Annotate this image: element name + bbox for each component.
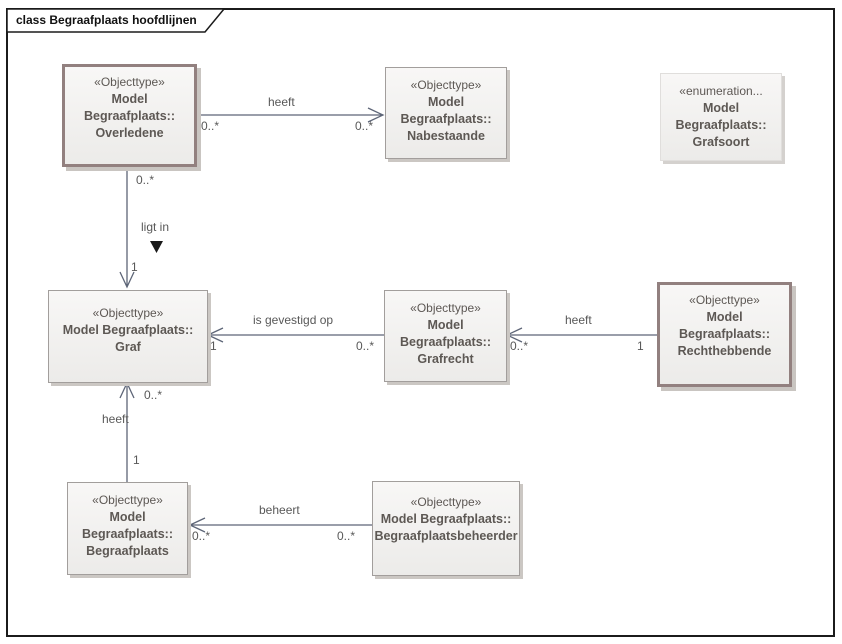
class-name-line: Begraafplaats:: <box>675 118 767 132</box>
class-name-line: Model Begraafplaats:: <box>380 512 512 526</box>
class-name-line: Grafsoort <box>692 135 750 149</box>
class-name-line: Model Begraafplaats:: <box>62 323 194 337</box>
association-heeft-overledene-nabestaande[interactable] <box>197 107 385 123</box>
direction-indicator-icon <box>150 241 163 253</box>
stereotype-label: «Objecttype» <box>410 78 482 92</box>
class-graf[interactable]: «Objecttype» Model Begraafplaats:: Graf <box>48 290 208 383</box>
association-beheert[interactable] <box>188 517 372 533</box>
class-name-line: Begraafplaatsbeheerder <box>374 529 518 543</box>
association-is-gevestigd-op[interactable] <box>206 327 384 343</box>
title-tab-shape <box>6 8 226 33</box>
multiplicity-label: 1 <box>210 339 217 353</box>
association-label-heeft-1: heeft <box>268 95 295 109</box>
association-heeft-begraafplaats-graf[interactable] <box>119 381 135 482</box>
multiplicity-label: 0..* <box>337 529 356 543</box>
stereotype-label: «Objecttype» <box>92 306 164 320</box>
multiplicity-label: 0..* <box>144 388 163 402</box>
stereotype-label: «enumeration... <box>679 84 763 98</box>
class-name-line: Begraafplaats:: <box>84 109 175 123</box>
class-nabestaande[interactable]: «Objecttype» Model Begraafplaats:: Nabes… <box>385 67 507 159</box>
multiplicity-label: 1 <box>637 339 644 353</box>
stereotype-label: «Objecttype» <box>410 495 482 509</box>
class-name-line: Begraafplaats:: <box>82 527 173 541</box>
class-name-line: Begraafplaats:: <box>400 335 491 349</box>
class-name-line: Model <box>109 510 146 524</box>
association-label-ligt-in: ligt in <box>141 220 170 234</box>
class-rechthebbende[interactable]: «Objecttype» Model Begraafplaats:: Recht… <box>657 282 792 387</box>
class-begraafplaatsbeheerder[interactable]: «Objecttype» Model Begraafplaats:: Begra… <box>372 481 520 576</box>
multiplicity-label: 0..* <box>201 119 220 133</box>
multiplicity-label: 0..* <box>510 339 529 353</box>
multiplicity-label: 1 <box>131 260 138 274</box>
class-name-line: Model <box>702 101 740 115</box>
association-label-heeft-3: heeft <box>102 412 129 426</box>
class-name-line: Model <box>706 310 743 324</box>
diagram-title: class Begraafplaats hoofdlijnen <box>16 13 197 27</box>
multiplicity-label: 0..* <box>356 339 375 353</box>
diagram-frame <box>6 8 835 637</box>
stereotype-label: «Objecttype» <box>94 75 165 89</box>
class-name-line: Grafrecht <box>417 352 474 366</box>
stereotype-label: «Objecttype» <box>92 493 163 507</box>
multiplicity-label: 0..* <box>136 173 155 187</box>
stereotype-label: «Objecttype» <box>410 301 481 315</box>
class-name-line: Overledene <box>95 126 164 140</box>
association-heeft-rechthebbende-grafrecht[interactable] <box>505 327 657 343</box>
multiplicity-label: 0..* <box>192 529 211 543</box>
class-name-line: Begraafplaats:: <box>679 327 770 341</box>
class-name-line: Model <box>427 318 464 332</box>
class-name-line: Begraafplaats:: <box>400 112 492 126</box>
multiplicity-label: 1 <box>133 453 140 467</box>
stereotype-label: «Objecttype» <box>689 293 760 307</box>
class-name-line: Graf <box>115 340 141 354</box>
class-name-line: Model <box>111 92 148 106</box>
class-begraafplaats[interactable]: «Objecttype» Model Begraafplaats:: Begra… <box>67 482 188 575</box>
multiplicity-label: 0..* <box>355 119 374 133</box>
association-ligt-in[interactable] <box>119 167 135 289</box>
association-label-is-gevestigd-op: is gevestigd op <box>253 313 334 327</box>
class-name-line: Nabestaande <box>407 129 485 143</box>
association-label-heeft-2: heeft <box>565 313 592 327</box>
class-grafsoort[interactable]: «enumeration... Model Begraafplaats:: Gr… <box>660 73 782 161</box>
class-grafrecht[interactable]: «Objecttype» Model Begraafplaats:: Grafr… <box>384 290 507 382</box>
class-overledene[interactable]: «Objecttype» Model Begraafplaats:: Overl… <box>62 64 197 167</box>
association-label-beheert: beheert <box>259 503 300 517</box>
class-name-line: Rechthebbende <box>677 344 772 358</box>
class-name-line: Begraafplaats <box>86 544 169 558</box>
class-name-line: Model <box>427 95 465 109</box>
